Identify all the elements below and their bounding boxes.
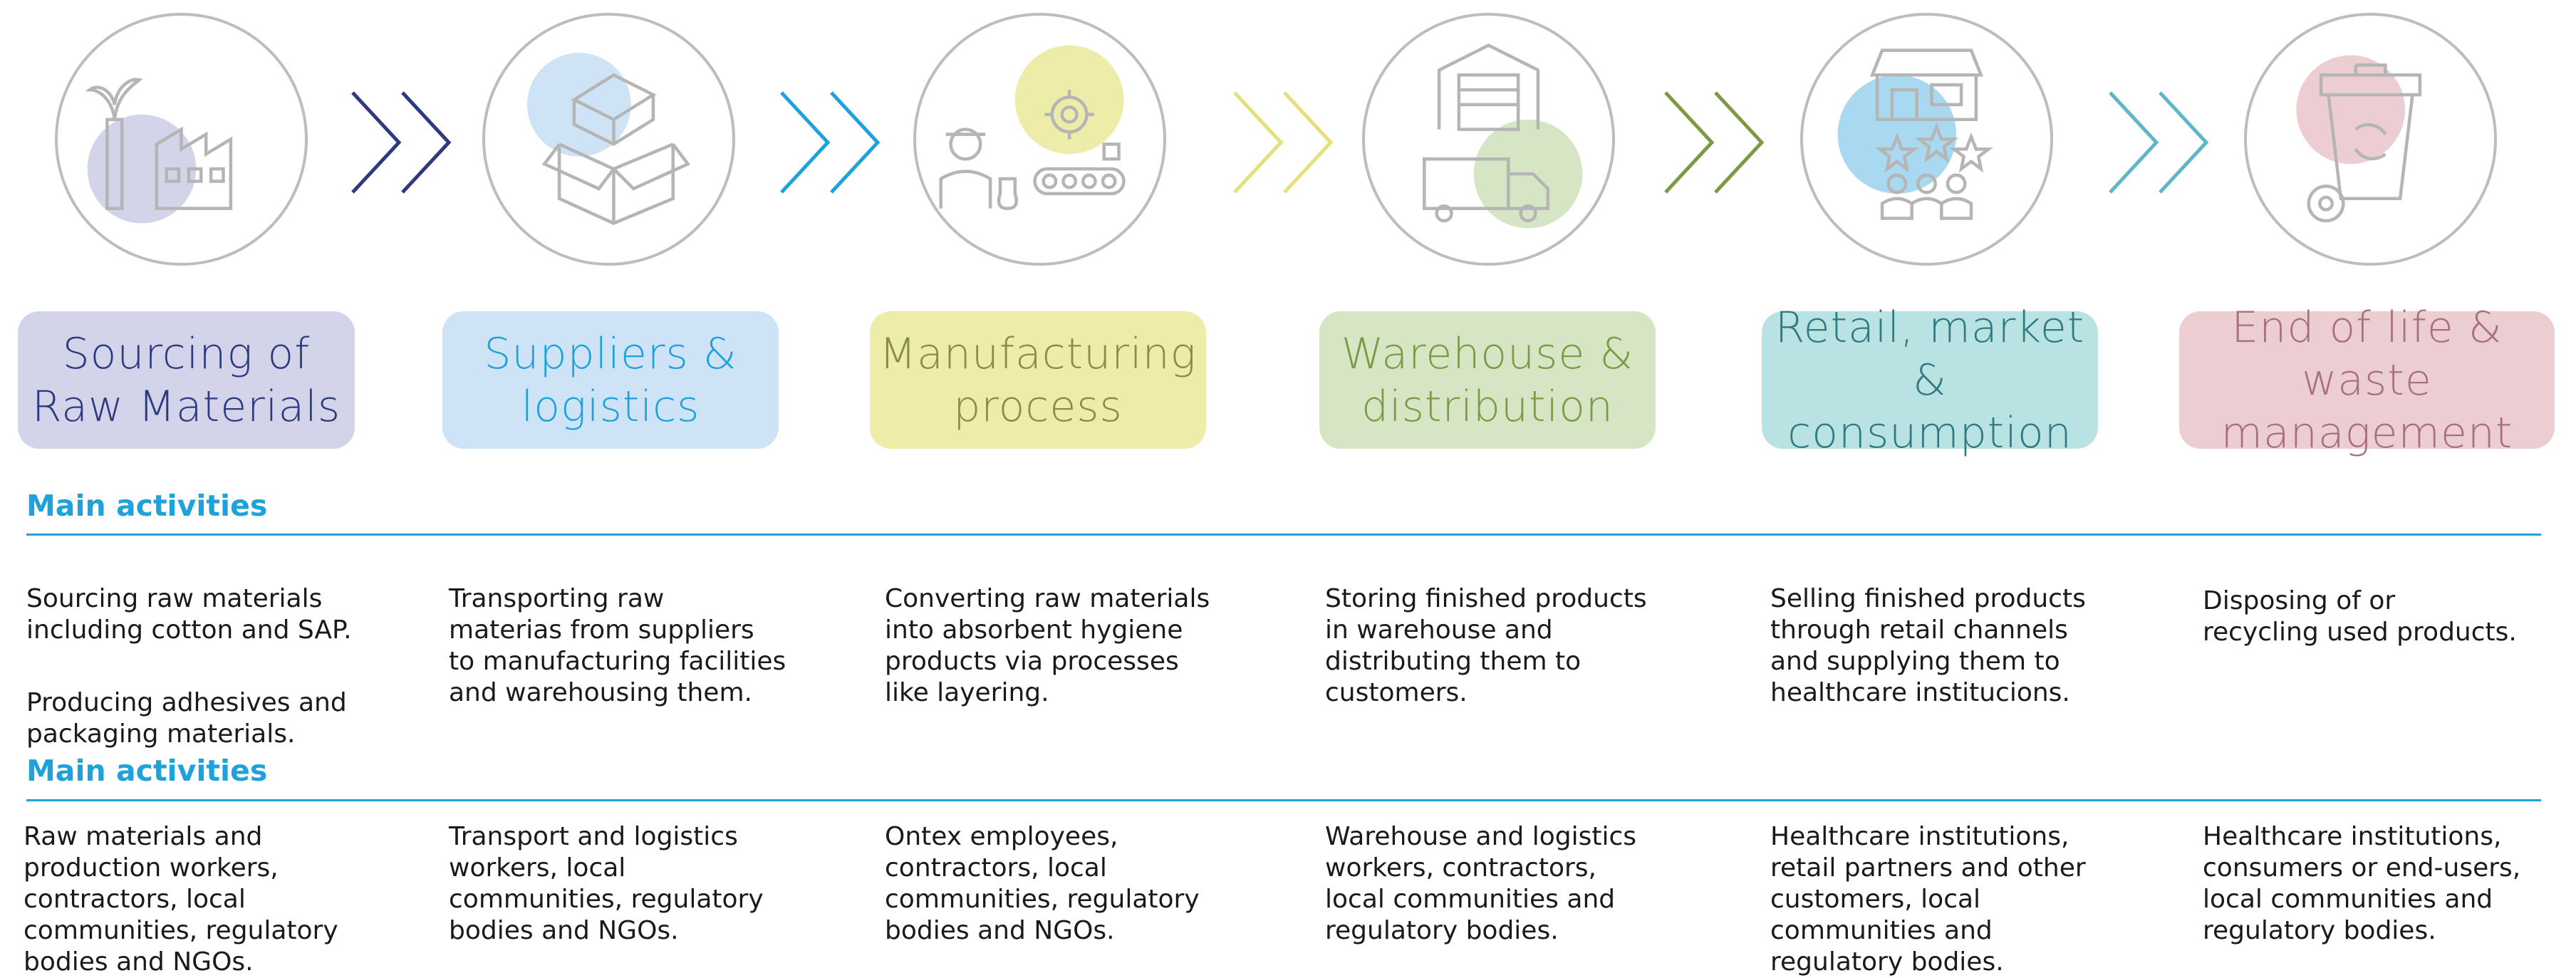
stage-title-line2: Raw Materials	[31, 381, 341, 432]
stage-title-line2: process	[953, 381, 1123, 432]
stage-title-line1: Retail, market &	[1775, 302, 2085, 405]
stage-retail: Retail, market &consumption	[1762, 303, 2098, 458]
activities-col-endoflife: Disposing of or recycling used products.	[2203, 554, 2576, 690]
section-divider	[26, 799, 2541, 801]
flow-arrow-5	[2107, 85, 2213, 199]
factory-icon	[55, 13, 308, 266]
stakeholders-col-warehouse: Warehouse and logistics workers, contrac…	[1325, 822, 1636, 945]
activity-text: Selling finished products through retail…	[1770, 584, 2086, 707]
stage-title-line1: Suppliers &	[484, 328, 737, 379]
stage-title-line2: distribution	[1361, 381, 1614, 432]
stakeholders-col-suppliers: Transport and logistics workers, local c…	[449, 822, 764, 945]
stage-warehouse: Warehouse &distribution	[1319, 311, 1656, 449]
section-divider	[26, 534, 2541, 536]
recycle-bin-icon	[2244, 13, 2497, 266]
section-heading-stakeholders: Main activities	[26, 754, 268, 788]
flow-arrow-4	[1662, 85, 1769, 199]
activities-col-manufacturing: Converting raw materials into absorbent …	[885, 552, 1284, 750]
activities-col-warehouse: Storing finished products in warehouse a…	[1325, 552, 1724, 750]
activity-text: Converting raw materials into absorbent …	[885, 584, 1210, 707]
activity-text: Producing adhesives and packaging materi…	[26, 688, 347, 749]
section-heading-activities: Main activities	[26, 489, 268, 523]
activities-col-retail: Selling finished products through retail…	[1770, 552, 2169, 750]
stakeholders-col-endoflife: Healthcare institutions, consumers or en…	[2203, 822, 2521, 945]
stakeholders-col-manufacturing: Ontex employees, contractors, local comm…	[885, 822, 1200, 945]
stakeholders-col-sourcing: Raw materials and production workers, co…	[24, 822, 338, 977]
warehouse-truck-icon	[1362, 13, 1615, 266]
stage-title-line2: logistics	[521, 381, 700, 432]
activity-text: Sourcing raw materials including cotton …	[26, 584, 352, 645]
stage-title-line1: Warehouse &	[1341, 328, 1634, 379]
boxes-icon	[482, 13, 735, 266]
activity-text: Transporting raw materias from suppliers…	[449, 584, 786, 707]
stage-suppliers: Suppliers &logistics	[442, 311, 779, 449]
activities-col-suppliers: Transporting raw materias from suppliers…	[449, 552, 848, 750]
stakeholders-col-retail: Healthcare institutions, retail partners…	[1770, 822, 2086, 977]
gear-worker-icon	[913, 13, 1166, 266]
stage-title-line1: Sourcing of	[62, 328, 311, 379]
activity-text: Storing finished products in warehouse a…	[1325, 584, 1647, 707]
shop-stars-icon	[1800, 13, 2053, 266]
flow-arrow-1	[349, 85, 456, 199]
stage-title-line1: End of life & waste	[2231, 302, 2503, 405]
flow-arrow-3	[1231, 85, 1338, 199]
flow-arrow-2	[778, 85, 885, 199]
activities-col-sourcing: Sourcing raw materials including cotton …	[26, 552, 425, 791]
activity-text: Disposing of or recycling used products.	[2203, 586, 2517, 647]
stage-title-line2: consumption	[1787, 407, 2072, 458]
stage-title-line1: Manufacturing	[879, 328, 1197, 379]
stage-title-line2: management	[2221, 407, 2513, 458]
